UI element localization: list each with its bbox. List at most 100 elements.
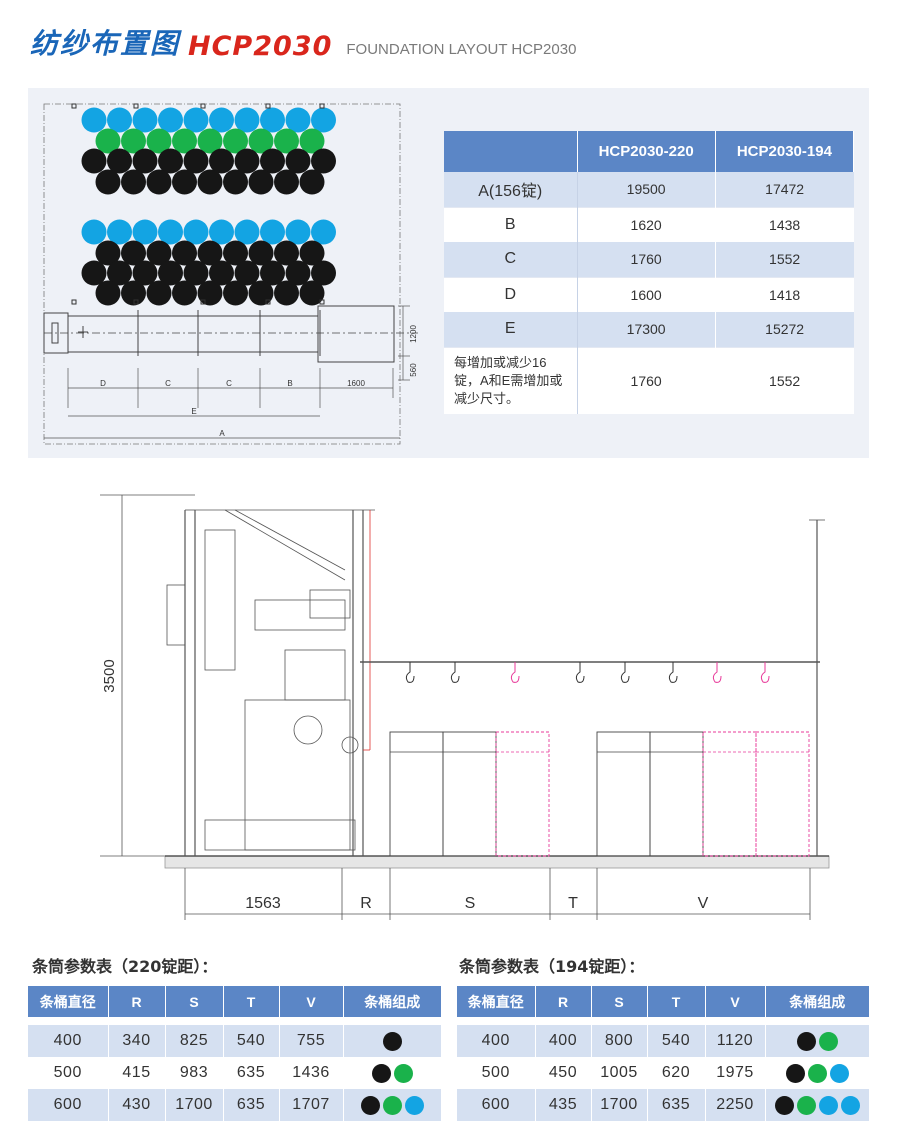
creel-hook-icon	[450, 662, 460, 683]
sliver-can-icon	[107, 260, 132, 286]
table-header-194: HCP2030-194	[715, 131, 855, 172]
title-english: FOUNDATION LAYOUT HCP2030	[346, 41, 577, 58]
dim-label-c1: C	[165, 379, 171, 388]
sliver-can-icon	[274, 280, 299, 306]
table-row: B 1620 1438	[444, 206, 854, 242]
dim-label-a: A	[219, 429, 225, 438]
table-row: D 1600 1418	[444, 276, 854, 312]
sliver-can-icon	[197, 240, 223, 266]
green-can-dot	[393, 1063, 413, 1083]
can-group-dots	[796, 1031, 838, 1051]
sliver-can-icon	[285, 107, 311, 133]
black-can-dot	[360, 1095, 380, 1115]
black-can-dot	[796, 1031, 816, 1051]
sliver-can-icon	[223, 128, 248, 154]
can-group-dots	[774, 1095, 860, 1115]
sliver-can-icon	[172, 280, 197, 306]
table-row: 每增加或减少16锭，A和E需增加或减少尺寸。 1760 1552	[444, 346, 854, 414]
creel-hook-icon	[760, 662, 770, 683]
table-row: C 1760 1552	[444, 242, 854, 277]
dim-label-c2: C	[226, 379, 232, 388]
col-header-r: R	[108, 986, 166, 1017]
sliver-can-icon	[121, 280, 146, 306]
col-header-v: V	[705, 986, 766, 1017]
sliver-can-icon	[107, 148, 132, 174]
foundation-layout-drawing: D C C B 1600 E A 1200 560	[43, 103, 418, 445]
dim-1563-label: 1563	[245, 895, 281, 912]
sliver-can-icon	[311, 219, 336, 245]
sliver-can-icon	[95, 280, 121, 306]
can-group-dots	[785, 1063, 849, 1083]
green-can-dot	[382, 1095, 402, 1115]
sliver-can-icon	[183, 107, 209, 133]
green-can-dot	[796, 1095, 816, 1115]
black-can-dot	[371, 1063, 391, 1083]
can-group-dots	[360, 1095, 424, 1115]
sliver-can-icon	[183, 219, 209, 245]
sliver-can-icon	[132, 219, 158, 245]
green-can-dot	[818, 1031, 838, 1051]
dim-label-560: 560	[409, 363, 418, 377]
table-header-220: HCP2030-220	[577, 131, 716, 172]
col-header-diameter: 条桶直径	[457, 986, 536, 1017]
creel-hook-icon	[510, 662, 520, 683]
sliver-can-icon	[209, 219, 234, 245]
sliver-can-icon	[95, 240, 121, 266]
table-row: E 17300 15272	[444, 312, 854, 347]
dim-label-1600: 1600	[347, 379, 365, 388]
dim-r-label: R	[360, 895, 372, 912]
sliver-can-icon	[146, 240, 172, 266]
sliver-can-icon	[234, 219, 260, 245]
title-chinese: 纺纱布置图	[30, 27, 181, 60]
sliver-can-icon	[260, 260, 285, 286]
sliver-can-icon	[274, 240, 299, 266]
sliver-can-icon	[234, 260, 260, 286]
sliver-can-icon	[197, 128, 223, 154]
blue-can-dot	[840, 1095, 860, 1115]
sliver-can-icon	[121, 169, 146, 195]
sliver-can-icon	[172, 169, 197, 195]
table-header-blank	[444, 131, 578, 172]
sliver-can-icon	[172, 240, 197, 266]
sliver-can-icon	[146, 169, 172, 195]
sliver-can-icon	[95, 128, 121, 154]
sliver-can-icon	[107, 219, 132, 245]
black-can-dot	[785, 1063, 805, 1083]
machine-elevation-drawing: 3500 1563 R S T V	[100, 494, 830, 920]
sliver-can-icon	[285, 260, 311, 286]
can-group-dots	[371, 1063, 413, 1083]
dim-label-b: B	[287, 379, 292, 388]
sliver-can-icon	[311, 148, 336, 174]
dim-label-e: E	[191, 407, 196, 416]
sliver-can-icon	[158, 219, 183, 245]
sliver-can-icon	[299, 280, 325, 306]
col-header-s: S	[165, 986, 224, 1017]
creel-hook-icon	[620, 662, 630, 683]
sliver-can-icon	[299, 128, 325, 154]
sliver-can-icon	[299, 169, 325, 195]
col-header-v: V	[279, 986, 344, 1017]
sliver-can-icon	[132, 148, 158, 174]
black-can-dot	[774, 1095, 794, 1115]
sliver-can-icon	[81, 148, 107, 174]
sliver-can-icon	[121, 240, 146, 266]
sliver-can-icon	[209, 148, 234, 174]
sliver-can-icon	[248, 280, 274, 306]
dim-label-d: D	[100, 379, 106, 388]
dim-t-label: T	[568, 895, 578, 912]
sliver-can-icon	[248, 128, 274, 154]
sliver-can-elevation	[596, 731, 651, 857]
sliver-can-icon	[223, 169, 248, 195]
sliver-can-elevation	[495, 731, 550, 857]
sliver-can-icon	[121, 128, 146, 154]
sliver-can-icon	[158, 148, 183, 174]
sliver-can-elevation	[389, 731, 444, 857]
sliver-can-icon	[132, 107, 158, 133]
col-header-s: S	[591, 986, 648, 1017]
sliver-can-icon	[299, 240, 325, 266]
sliver-can-icon	[197, 280, 223, 306]
creel-hook-icon	[575, 662, 585, 683]
